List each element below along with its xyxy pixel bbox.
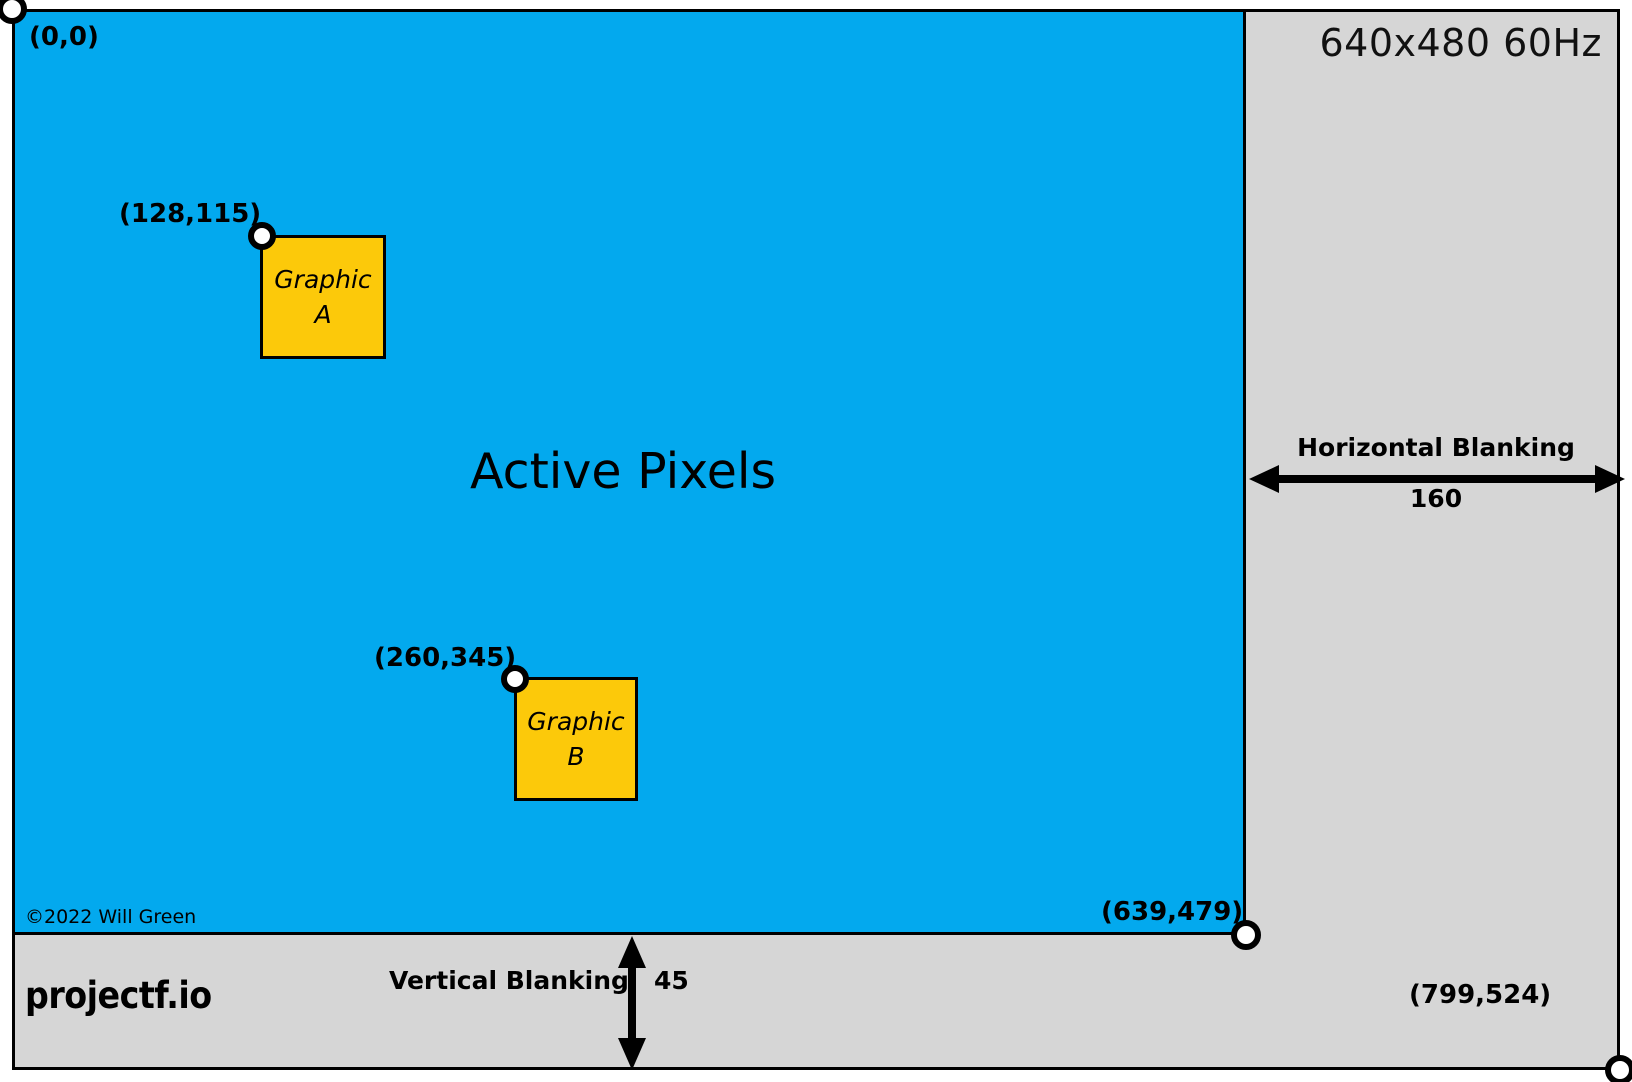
graphic-b-anchor-marker-icon bbox=[501, 665, 529, 693]
graphic-a-label-line2: A bbox=[314, 300, 332, 329]
coordinate-label-origin: (0,0) bbox=[29, 22, 99, 52]
site-name-logo: projectf.io bbox=[25, 974, 212, 1017]
horizontal-blanking-double-arrow-icon bbox=[1249, 465, 1625, 493]
graphic-b-label-line1: Graphic bbox=[527, 706, 625, 736]
resolution-label: 640x480 60Hz bbox=[1319, 21, 1602, 65]
corner-marker-active-bottom-right-icon bbox=[1231, 920, 1261, 950]
graphic-a-anchor-marker-icon bbox=[248, 222, 276, 250]
active-pixels-label: Active Pixels bbox=[469, 443, 776, 500]
copyright-notice: ©2022 Will Green bbox=[25, 906, 197, 928]
graphic-a-sprite: Graphic A bbox=[260, 235, 386, 359]
horizontal-blanking-value: 160 bbox=[1409, 484, 1463, 513]
vertical-blanking-double-arrow-icon bbox=[618, 936, 646, 1070]
coordinate-label-graphic-a: (128,115) bbox=[119, 199, 262, 229]
vertical-blanking-value: 45 bbox=[654, 966, 689, 995]
coordinate-label-active-bottom-right: (639,479) bbox=[1101, 897, 1244, 927]
horizontal-blanking-label: Horizontal Blanking bbox=[1297, 433, 1575, 462]
graphic-a-label-line1: Graphic bbox=[274, 264, 372, 294]
graphic-b-label-line2: B bbox=[567, 742, 585, 771]
graphic-b-sprite: Graphic B bbox=[514, 677, 638, 801]
corner-marker-frame-bottom-right-icon bbox=[1605, 1055, 1632, 1082]
coordinate-label-frame-bottom-right: (799,524) bbox=[1409, 980, 1552, 1010]
vertical-blanking-label: Vertical Blanking bbox=[389, 966, 629, 995]
coordinate-label-graphic-b: (260,345) bbox=[374, 643, 517, 673]
